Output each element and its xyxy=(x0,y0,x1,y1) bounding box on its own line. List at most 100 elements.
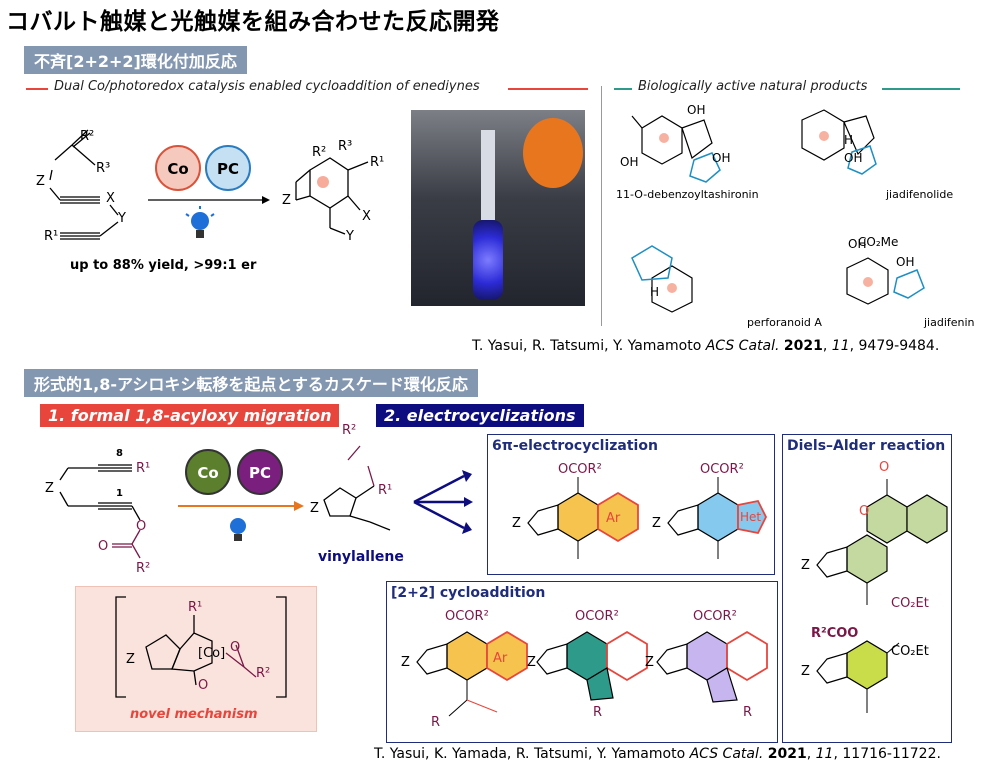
svg-text:Z: Z xyxy=(801,558,810,573)
svg-text:Z: Z xyxy=(126,652,135,667)
svg-text:CO₂Et: CO₂Et xyxy=(891,644,929,659)
svg-text:Y: Y xyxy=(117,211,126,226)
svg-text:OH: OH xyxy=(896,255,914,269)
compound-label-1: 11-O-debenzoyltashironin xyxy=(616,188,759,201)
svg-text:OH: OH xyxy=(712,151,730,165)
svg-text:PC: PC xyxy=(249,464,271,482)
svg-text:Y: Y xyxy=(345,229,354,244)
section1-header: 不斉[2+2+2]環化付加反応 xyxy=(24,46,247,74)
svg-text:R²COO: R²COO xyxy=(811,626,858,641)
svg-text:CO₂Et: CO₂Et xyxy=(891,596,929,611)
svg-text:OCOR²: OCOR² xyxy=(445,609,489,624)
svg-text:O: O xyxy=(198,678,208,693)
flask-neck xyxy=(481,130,495,220)
reference-1: T. Yasui, R. Tatsumi, Y. Yamamoto ACS Ca… xyxy=(472,338,940,354)
mechanism-box: Z R¹ [Co] O O R² novel mechanism xyxy=(75,586,317,732)
svg-text:Z: Z xyxy=(36,174,45,189)
vinylallene-structure: Z R² R¹ xyxy=(310,423,392,531)
svg-text:O: O xyxy=(859,504,869,519)
svg-text:OH: OH xyxy=(687,103,705,117)
svg-text:OH: OH xyxy=(848,237,866,251)
legend-line-red-2 xyxy=(508,88,588,90)
svg-text:Z: Z xyxy=(310,501,319,516)
page-title: コバルト触媒と光触媒を組み合わせた反応開発 xyxy=(6,9,500,35)
svg-text:Co: Co xyxy=(197,464,218,482)
blue-led-glow xyxy=(473,220,503,300)
svg-text:R: R xyxy=(593,705,602,720)
svg-text:OCOR²: OCOR² xyxy=(575,609,619,624)
svg-text:R²: R² xyxy=(312,145,326,160)
svg-text:Z: Z xyxy=(527,655,536,670)
label-r2: R² xyxy=(80,129,94,144)
tag-electrocyclizations: 2. electrocyclizations xyxy=(376,404,584,427)
svg-text:H: H xyxy=(844,133,853,147)
svg-text:H: H xyxy=(650,285,659,299)
svg-text:Z: Z xyxy=(652,516,661,531)
svg-text:[Co]: [Co] xyxy=(198,646,225,661)
legend-line-red xyxy=(26,88,48,90)
reaction-arrow-2 xyxy=(178,501,304,541)
svg-text:O: O xyxy=(879,460,889,475)
svg-text:8: 8 xyxy=(116,448,123,459)
svg-text:R²: R² xyxy=(256,666,270,681)
svg-text:R¹: R¹ xyxy=(44,229,58,244)
svg-text:CO₂Me: CO₂Me xyxy=(858,235,898,249)
svg-text:OCOR²: OCOR² xyxy=(693,609,737,624)
lightbulb-icon xyxy=(185,206,215,238)
reaction-photo xyxy=(411,110,585,306)
box-diels-alder: Diels–Alder reaction O O Z CO₂Et R²COO C… xyxy=(782,434,952,743)
diyne-substrate: Z 8 1 R¹ O O R² xyxy=(45,448,150,576)
box-2plus2-cycloaddition: [2+2] cycloaddition OCOR² Ar Z R OCOR² Z… xyxy=(386,581,778,743)
svg-text:R: R xyxy=(431,715,440,730)
box-6pi-electrocyclization: 6π-electrocyclization OCOR² Ar Z OCOR² H… xyxy=(487,434,775,575)
balloon xyxy=(523,118,583,188)
dual-catalyst-icons-2: Co PC xyxy=(185,449,283,495)
svg-text:1: 1 xyxy=(116,488,123,499)
branching-arrows xyxy=(413,470,473,534)
svg-text:OCOR²: OCOR² xyxy=(700,462,744,477)
svg-text:Z: Z xyxy=(512,516,521,531)
svg-text:Co: Co xyxy=(167,160,188,178)
yield-text: up to 88% yield, >99:1 er xyxy=(70,258,257,273)
svg-text:Z: Z xyxy=(645,655,654,670)
svg-text:Z: Z xyxy=(801,664,810,679)
compound-label-2: jiadifenolide xyxy=(885,188,953,201)
svg-text:Z: Z xyxy=(282,193,291,208)
dual-catalyst-icons-1: Co PC xyxy=(155,145,251,191)
svg-text:PC: PC xyxy=(217,160,239,178)
svg-text:Ar: Ar xyxy=(606,511,621,526)
svg-text:Het: Het xyxy=(740,510,761,524)
tag-acyloxy-migration: 1. formal 1,8-acyloxy migration xyxy=(40,404,340,427)
svg-text:X: X xyxy=(106,191,115,206)
svg-text:R³: R³ xyxy=(338,139,352,154)
svg-text:OH: OH xyxy=(844,151,862,165)
svg-text:R¹: R¹ xyxy=(370,155,384,170)
compound-label-3: perforanoid A xyxy=(747,316,822,329)
section2-header: 形式的1,8-アシロキシ転移を起点とするカスケード環化反応 xyxy=(24,369,478,397)
natural-products: OH OH OH H OH H CO₂Me OH OH 11-O-debenzo… xyxy=(616,103,975,329)
svg-text:R¹: R¹ xyxy=(188,600,202,615)
enediyne-cycloaddition-scheme: R² R³ Z X Y R¹ R² R³ R¹ Z X Y xyxy=(36,129,384,244)
mechanism-label: novel mechanism xyxy=(130,707,258,722)
vinylallene-label: vinylallene xyxy=(318,549,404,565)
svg-text:O: O xyxy=(136,519,146,534)
svg-text:Z: Z xyxy=(401,655,410,670)
svg-text:R¹: R¹ xyxy=(378,483,392,498)
svg-text:R²: R² xyxy=(342,423,356,438)
section-divider xyxy=(601,86,602,326)
svg-text:R¹: R¹ xyxy=(136,461,150,476)
svg-text:O: O xyxy=(230,640,240,655)
svg-text:X: X xyxy=(362,209,371,224)
svg-text:R²: R² xyxy=(136,561,150,576)
svg-text:Ar: Ar xyxy=(493,651,508,666)
svg-text:R³: R³ xyxy=(96,161,110,176)
svg-text:Z: Z xyxy=(45,481,54,496)
right-legend: Biologically active natural products xyxy=(638,79,868,94)
reference-2: T. Yasui, K. Yamada, R. Tatsumi, Y. Yama… xyxy=(374,746,941,762)
legend-line-teal xyxy=(614,88,632,90)
svg-text:OCOR²: OCOR² xyxy=(558,462,602,477)
svg-text:R: R xyxy=(743,705,752,720)
svg-text:O: O xyxy=(98,539,108,554)
legend-line-teal-2 xyxy=(882,88,960,90)
left-legend: Dual Co/photoredox catalysis enabled cyc… xyxy=(54,79,480,94)
